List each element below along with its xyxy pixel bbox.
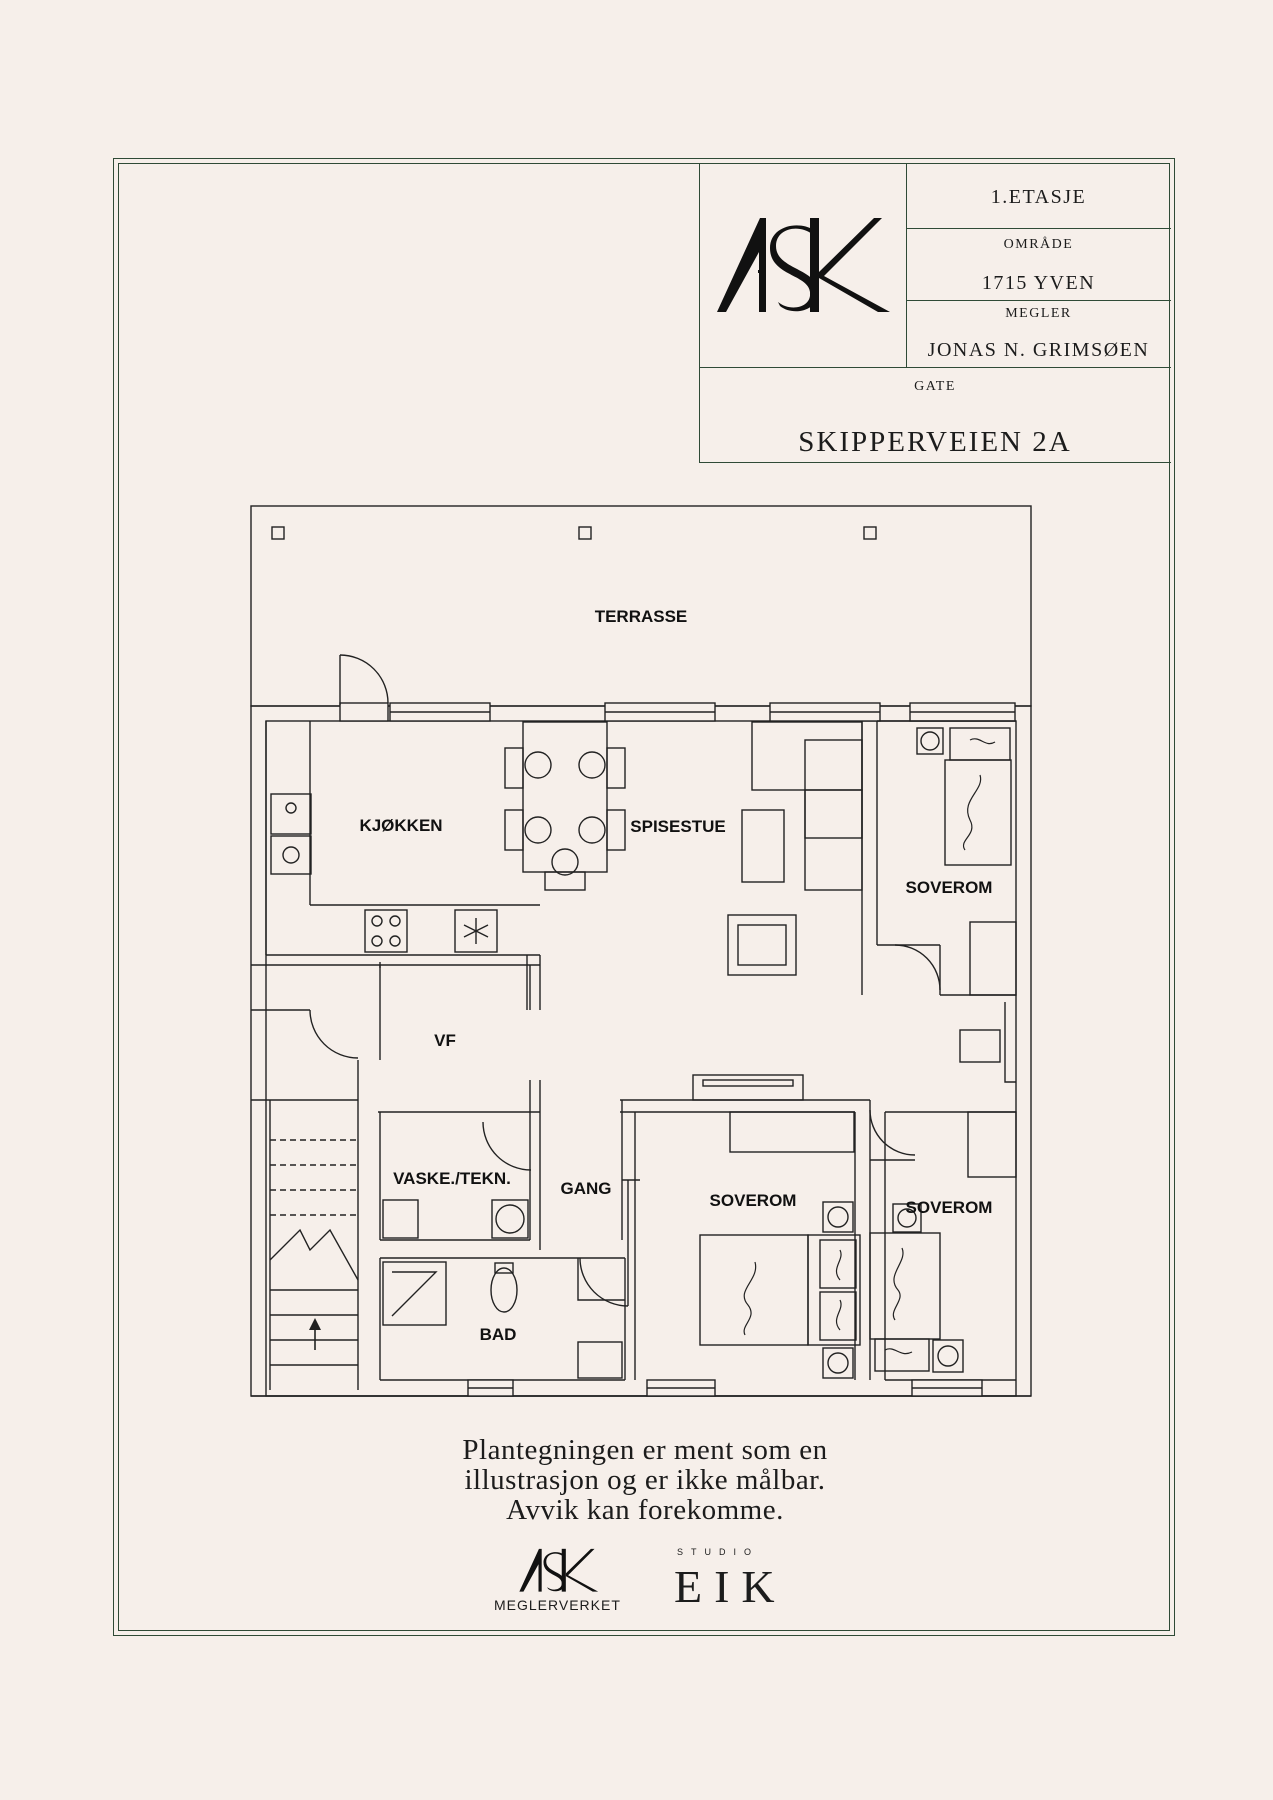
logo-meglerverket: MEGLERVERKET <box>494 1597 621 1613</box>
fridge-snowflake-icon <box>463 918 489 944</box>
label-bedroom-2: SOVEROM <box>710 1191 797 1210</box>
title-block-row-2 <box>906 300 1171 301</box>
label-dining: SPISESTUE <box>630 817 725 836</box>
label-hall: VF <box>434 1031 456 1050</box>
broker-label: MEGLER <box>1005 306 1072 321</box>
area-label: OMRÅDE <box>1003 237 1074 252</box>
disclaimer-line-2: illustrasjon og er ikke målbar. <box>464 1464 826 1496</box>
title-block-divider-v <box>906 163 907 368</box>
ask-logo-icon <box>519 1548 599 1592</box>
label-bedroom-3: SOVEROM <box>906 1198 993 1217</box>
terrace-area <box>250 505 1032 707</box>
label-kitchen: KJØKKEN <box>359 816 442 835</box>
ask-logo-icon <box>717 218 890 312</box>
label-corridor: GANG <box>561 1179 612 1198</box>
title-block <box>699 163 1171 463</box>
outer-frame <box>113 158 1175 1636</box>
label-laundry: VASKE./TEKN. <box>393 1169 511 1188</box>
street-value: SKIPPERVEIEN 2A <box>798 426 1072 458</box>
building-outline <box>250 705 1032 1397</box>
label-terrace: TERRASSE <box>595 607 688 626</box>
inner-frame <box>118 163 1170 1631</box>
disclaimer-line-3: Avvik kan forekomme. <box>506 1494 784 1526</box>
title-block-row-3 <box>699 367 1171 368</box>
logo-studio: STUDIO <box>677 1547 760 1557</box>
disclaimer: Plantegningen er ment som en illustrasjo… <box>360 1435 930 1525</box>
area-value: 1715 YVEN <box>981 272 1096 294</box>
label-bathroom: BAD <box>480 1325 517 1344</box>
stair-arrow-icon <box>309 1318 321 1350</box>
title-block-row-1 <box>906 228 1171 229</box>
floor-value: 1.ETASJE <box>990 186 1087 208</box>
disclaimer-line-1: Plantegningen er ment som en <box>462 1434 828 1466</box>
broker-value: JONAS N. GRIMSØEN <box>927 339 1150 361</box>
logo-eik: EIK <box>674 1561 787 1612</box>
street-label: GATE <box>914 379 956 394</box>
label-bedroom-1: SOVEROM <box>906 878 993 897</box>
